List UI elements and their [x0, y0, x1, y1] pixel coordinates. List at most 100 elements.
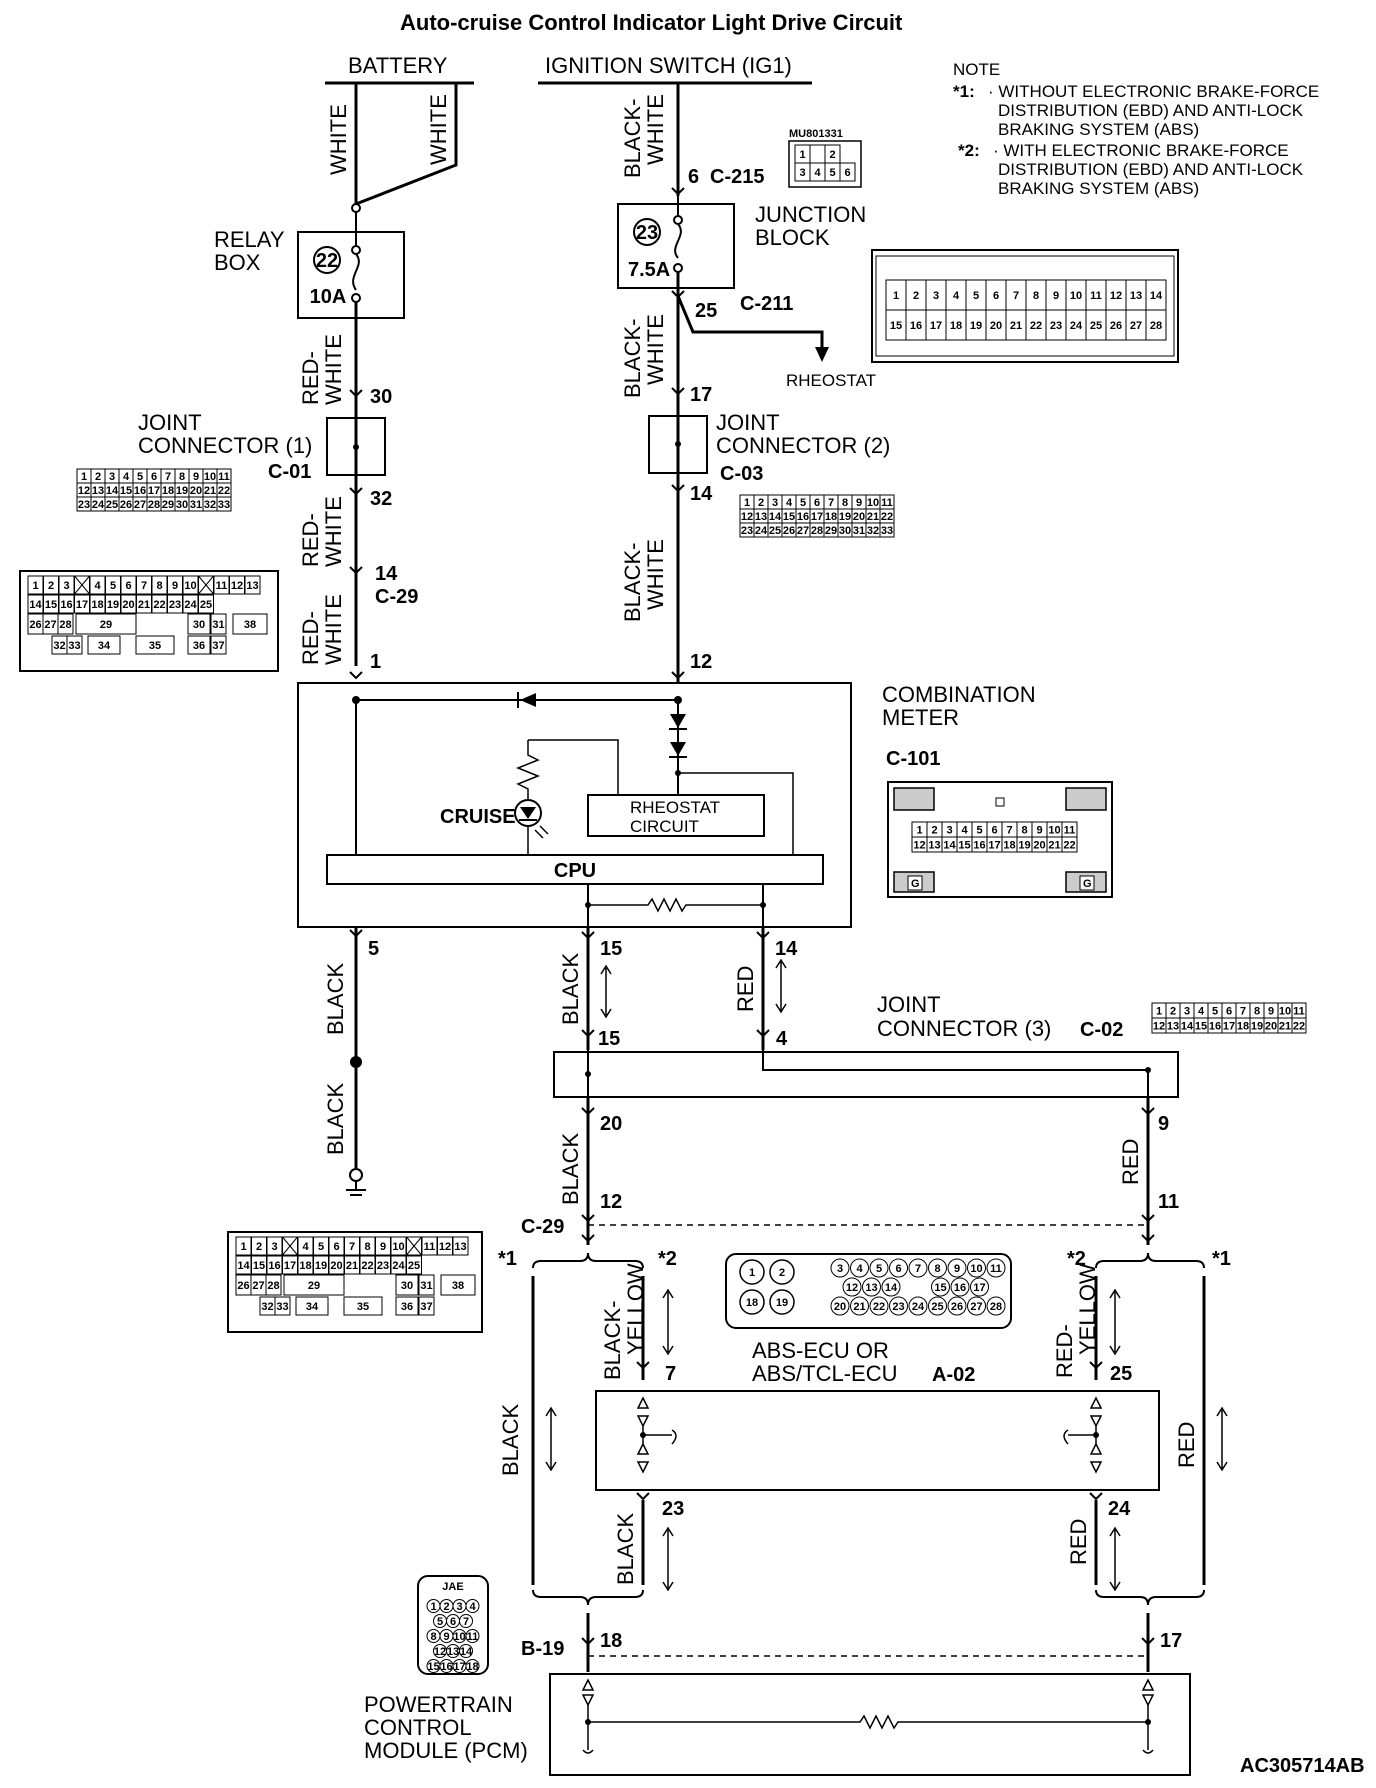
c01-pin-26: 26	[120, 499, 132, 511]
c01-pin-16: 16	[134, 485, 146, 497]
a02-pin-22: 22	[873, 1301, 885, 1313]
c101-pin-6: 6	[991, 825, 997, 837]
direct-wires-star1: BLACK RED	[498, 1276, 1228, 1585]
c211-pin-23: 23	[1050, 320, 1062, 332]
c29-pin-18: 18	[299, 1260, 311, 1272]
c29-pin-2: 2	[48, 580, 54, 592]
c29-pin-31: 31	[420, 1280, 432, 1292]
c29-pin-9: 9	[380, 1241, 386, 1253]
wire-black-white-3: BLACK-	[620, 543, 645, 622]
c101-pin-12: 12	[913, 840, 925, 852]
c211-pin-7: 7	[1013, 290, 1019, 302]
c101-pin-3: 3	[946, 825, 952, 837]
a02-pin-18: 18	[746, 1297, 758, 1309]
c01-pin-24: 24	[92, 499, 105, 511]
abs-id: A-02	[932, 1364, 975, 1386]
mark-star1-left: *1	[498, 1248, 517, 1270]
mark-star2-left: *2	[658, 1248, 677, 1270]
c02-pin-10: 10	[1279, 1006, 1291, 1018]
wire-black-3: BLACK	[558, 953, 583, 1025]
pin-15-a: 15	[600, 938, 622, 960]
joint3-to-c29: 20 9 BLACK RED 12 11 C-29	[521, 1097, 1179, 1245]
c01-pin-32: 32	[204, 499, 216, 511]
c02-pin-16: 16	[1209, 1021, 1221, 1033]
conn-c29-upper: C-29	[375, 586, 418, 608]
wire-black-yellow-1b: YELLOW	[623, 1263, 648, 1355]
wire-black-1: BLACK	[323, 963, 348, 1035]
c101-pin-9: 9	[1036, 825, 1042, 837]
c211-pin-15: 15	[890, 320, 902, 332]
a02-pin-25: 25	[931, 1301, 943, 1313]
c29-pin-30: 30	[193, 619, 205, 631]
a02-pin-1: 1	[749, 1267, 755, 1279]
c29-pin-23: 23	[377, 1260, 389, 1272]
figure-id: AC305714AB	[1240, 1755, 1365, 1777]
wire-red-yellow-1: RED-	[1052, 1324, 1077, 1378]
c101-pin-22: 22	[1063, 840, 1075, 852]
c29-pin-16: 16	[60, 599, 72, 611]
c101-pin-19: 19	[1018, 840, 1030, 852]
wire-black-white-3b: WHITE	[643, 539, 668, 610]
c101-pin-7: 7	[1006, 825, 1012, 837]
c29-pin-17: 17	[76, 599, 88, 611]
a02-pin-21: 21	[853, 1301, 865, 1313]
c211-pin-4: 4	[953, 290, 960, 302]
c211-pin-3: 3	[933, 290, 939, 302]
b19-pin-2: 2	[443, 1601, 449, 1613]
wire-black-2: BLACK	[323, 1083, 348, 1155]
c29-pin-34: 34	[98, 640, 111, 652]
c101-g-right: G	[1083, 878, 1092, 890]
c29-pin-7: 7	[349, 1241, 355, 1253]
c215-pin-2: 2	[829, 149, 835, 161]
c01-pin-29: 29	[162, 499, 174, 511]
a02-pin-26: 26	[951, 1301, 963, 1313]
c29-pin-1: 1	[32, 580, 38, 592]
c29-pin-20: 20	[330, 1260, 342, 1272]
c29-pin-10: 10	[184, 580, 196, 592]
c211-pin-22: 22	[1030, 320, 1042, 332]
wire-red-2: RED	[1118, 1139, 1143, 1185]
c29-pin-23: 23	[169, 599, 181, 611]
c211-pin-19: 19	[970, 320, 982, 332]
c211-pin-12: 12	[1110, 290, 1122, 302]
c101-pin-2: 2	[931, 825, 937, 837]
conn-c211: C-211	[740, 293, 793, 315]
pin-12-a: 12	[690, 651, 712, 673]
c03-pin-3: 3	[772, 497, 778, 509]
pin-1: 1	[370, 651, 381, 673]
c01-pin-7: 7	[165, 471, 171, 483]
wire-red-3: RED	[1174, 1422, 1199, 1468]
wire-red-white-3: RED-	[298, 611, 323, 665]
c03-pin-29: 29	[825, 525, 837, 537]
wire-black-white-1: BLACK-	[620, 99, 645, 178]
note-2-line-3: BRAKING SYSTEM (ABS)	[998, 179, 1199, 198]
c29-pin-6: 6	[333, 1241, 339, 1253]
wire-black-yellow-1: BLACK-	[600, 1301, 625, 1380]
pin-17-b: 17	[1160, 1630, 1182, 1652]
c211-pin-25: 25	[1090, 320, 1102, 332]
c02-pin-22: 22	[1293, 1021, 1305, 1033]
wire-red-yellow-1b: YELLOW	[1075, 1263, 1100, 1355]
pin-14-c: 14	[775, 938, 798, 960]
wire-black-5: BLACK	[498, 1404, 523, 1476]
c29-pin-28: 28	[59, 619, 71, 631]
c02-pin-9: 9	[1268, 1006, 1274, 1018]
jb-line-1: JUNCTION	[755, 202, 866, 227]
a02-pin-3: 3	[837, 1263, 843, 1275]
b19-pin-18: 18	[466, 1661, 478, 1673]
c29-pin-29: 29	[308, 1280, 320, 1292]
c03-pin-23: 23	[741, 525, 753, 537]
c29-pin-36: 36	[401, 1301, 413, 1313]
c01-pin-15: 15	[120, 485, 132, 497]
c02-pin-19: 19	[1251, 1021, 1263, 1033]
pin-23: 23	[662, 1498, 684, 1520]
c03-pin-5: 5	[800, 497, 806, 509]
c29-pin-7: 7	[141, 580, 147, 592]
a02-pin-15: 15	[934, 1282, 946, 1294]
c29-pin-13: 13	[246, 580, 258, 592]
c01-pin-21: 21	[204, 485, 216, 497]
c29-pin-16: 16	[268, 1260, 280, 1272]
